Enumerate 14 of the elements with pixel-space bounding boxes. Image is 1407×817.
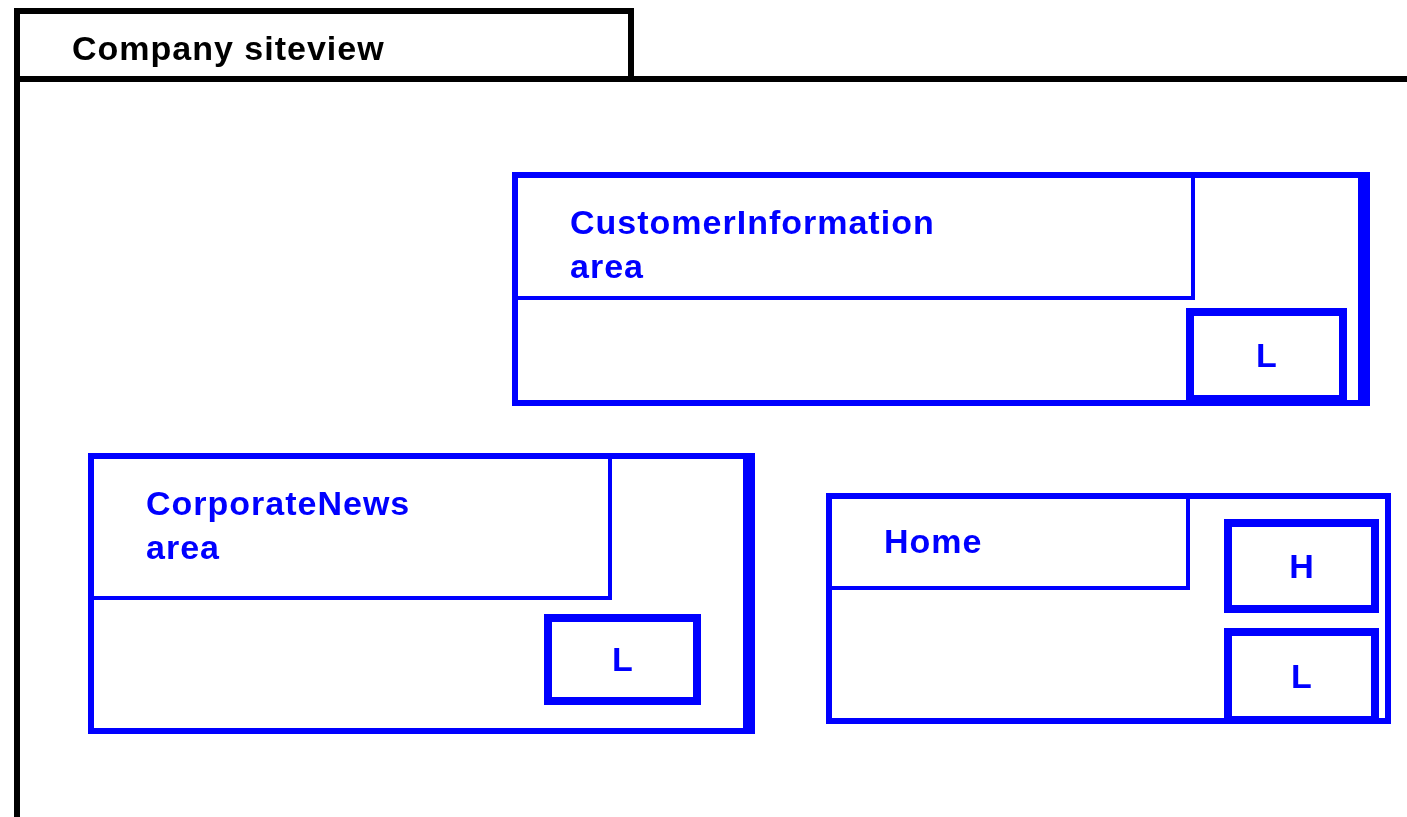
unit-label: L [612, 640, 633, 679]
page-box [826, 493, 1391, 724]
unit-label: L [1291, 656, 1312, 696]
area-box [512, 172, 1370, 406]
area-title: Home [884, 521, 983, 562]
unit-box [1186, 308, 1347, 403]
area-title: CorporateNews area [146, 483, 412, 569]
unit-label: H [1289, 546, 1314, 586]
siteview-title: Company siteview [72, 28, 385, 68]
area-title: CustomerInformation area [570, 202, 936, 288]
unit-label: L [1256, 336, 1277, 375]
unit-box [544, 614, 701, 705]
area-box [88, 453, 755, 734]
unit-box [1224, 519, 1379, 613]
